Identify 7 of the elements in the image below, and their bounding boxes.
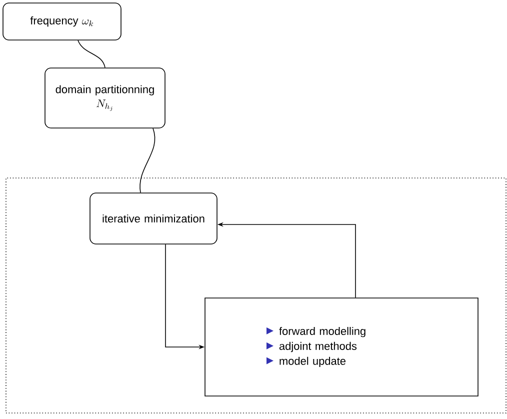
connector-line xyxy=(140,128,156,193)
process-box: domain partitionning $N_{h_j}$ xyxy=(44,68,166,128)
connector-line xyxy=(78,40,106,68)
list-box: forward modelling adjoint methods model update xyxy=(204,298,478,396)
process-box: frequency $\omega_k$ xyxy=(2,2,122,40)
dotted-region xyxy=(6,178,506,414)
process-box: iterative minimization xyxy=(90,192,218,244)
